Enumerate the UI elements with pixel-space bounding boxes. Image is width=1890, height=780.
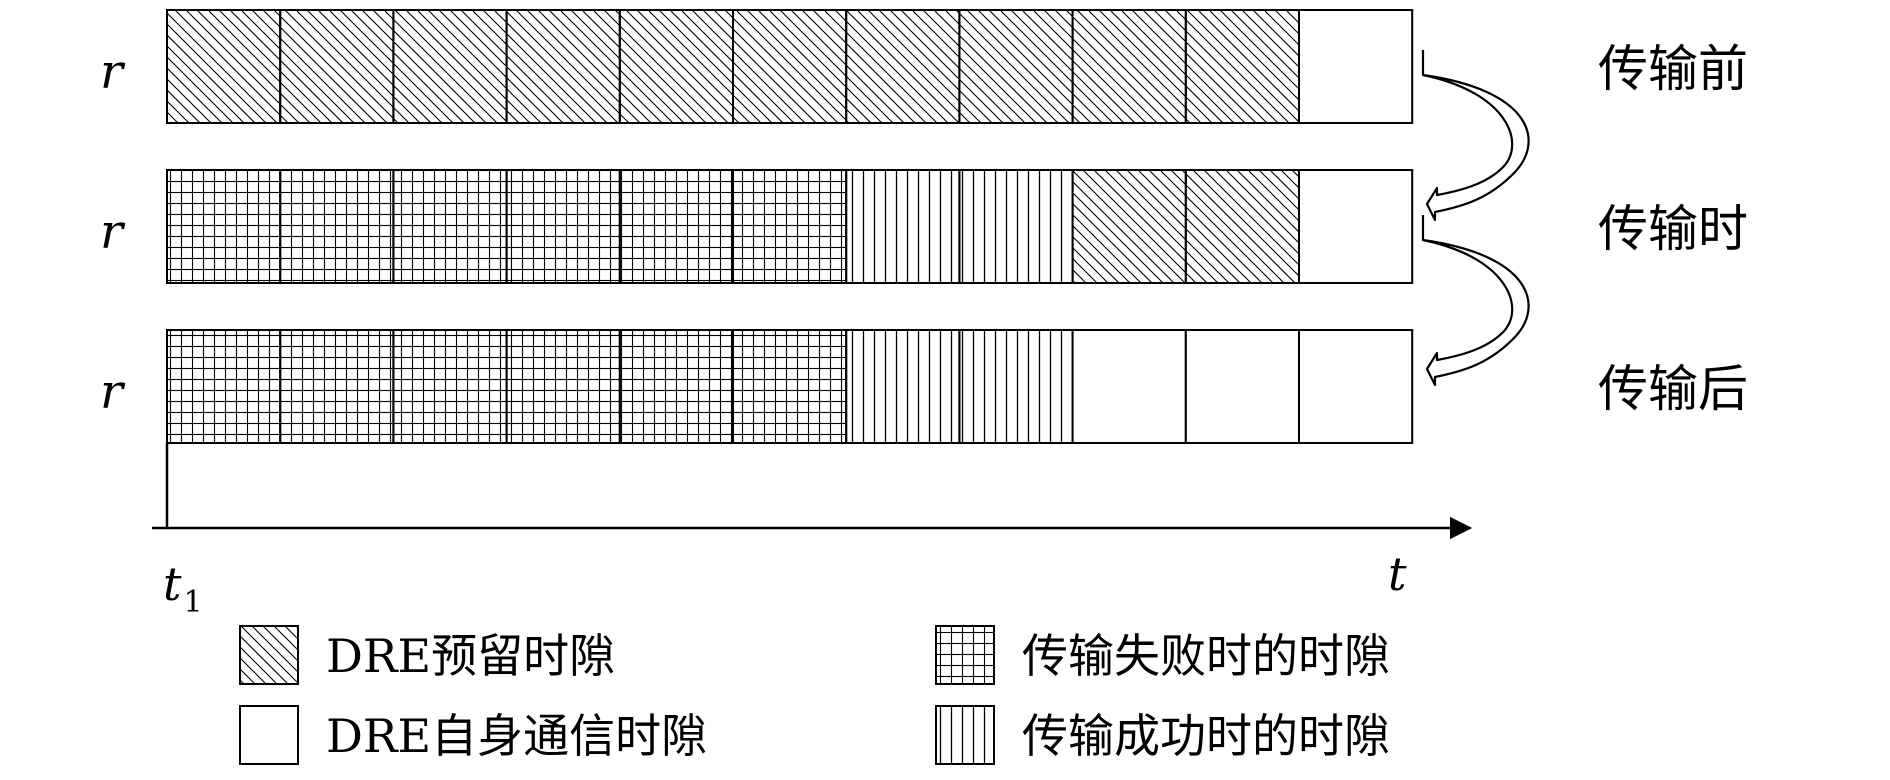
time-slot-fail (505, 169, 621, 284)
time-slot-success (958, 169, 1074, 284)
time-slot-reserved (618, 9, 734, 124)
time-slot-fail (392, 169, 508, 284)
legend-item-reserved: DRE预留时隙 (239, 625, 615, 685)
time-slot-reserved (166, 9, 282, 124)
time-slot-fail (618, 169, 734, 284)
legend-swatch-self (239, 705, 299, 765)
legend-label-self: DRE自身通信时隙 (326, 709, 707, 763)
time-slot-fail (166, 329, 282, 444)
time-slot-reserved (845, 9, 961, 124)
time-slot-self (1298, 9, 1414, 124)
time-slot-success (845, 169, 961, 284)
time-slot-reserved (1071, 9, 1187, 124)
row-state-label: 传输后 (1598, 360, 1748, 418)
slot-row: r 传输前 (100, 9, 1748, 124)
legend-label-fail: 传输失败时的时隙 (1022, 629, 1390, 683)
transition-arrow-before-to-during (1421, 50, 1530, 222)
time-slot-success (958, 329, 1074, 444)
legend-item-fail: 传输失败时的时隙 (935, 625, 1390, 685)
row-label: r (100, 364, 126, 420)
time-slot-self (1298, 169, 1414, 284)
legend-label-success: 传输成功时的时隙 (1022, 709, 1390, 763)
legend-item-success: 传输成功时的时隙 (935, 705, 1390, 765)
row-state-label: 传输前 (1598, 40, 1748, 98)
transition-arrow-during-to-after (1421, 215, 1530, 387)
legend-swatch-fail (935, 625, 995, 685)
time-slot-fail (618, 329, 734, 444)
legend-swatch-success (935, 705, 995, 765)
time-slot-fail (279, 169, 395, 284)
time-slot-reserved (1184, 9, 1301, 124)
legend: DRE预留时隙 传输失败时的时隙 DRE自身通信时隙 传输成功时的时隙 (239, 625, 1390, 765)
slot-row: r 传输时 (100, 169, 1748, 284)
transition-arrows (1421, 50, 1530, 387)
time-slot-reserved (1071, 169, 1187, 284)
time-slot-reserved (279, 9, 395, 124)
legend-item-self: DRE自身通信时隙 (239, 705, 707, 765)
time-slot-fail (732, 329, 848, 444)
time-slot-success (845, 329, 961, 444)
row-label: r (100, 44, 126, 100)
time-slot-reserved (732, 9, 848, 124)
time-slot-reserved (1184, 169, 1301, 284)
legend-swatch-reserved (239, 625, 299, 685)
time-slot-reserved (505, 9, 621, 124)
time-slot-self (1184, 329, 1301, 444)
time-slot-reserved (392, 9, 508, 124)
slot-rows: r 传输前 r 传输时 r 传输后 (100, 9, 1748, 444)
time-slot-fail (166, 169, 282, 284)
time-axis-start-label: t1 (163, 557, 203, 620)
time-slot-self (1298, 329, 1414, 444)
time-slot-self (1071, 329, 1187, 444)
time-slot-fail (279, 329, 395, 444)
time-slot-fail (392, 329, 508, 444)
legend-label-reserved: DRE预留时隙 (326, 629, 615, 683)
row-label: r (100, 204, 126, 260)
row-state-label: 传输时 (1598, 200, 1748, 258)
time-axis-end-label: t (1388, 547, 1407, 601)
time-slot-fail (732, 169, 848, 284)
slot-row: r 传输后 (100, 329, 1748, 444)
time-slot-reserved (958, 9, 1074, 124)
time-slot-fail (505, 329, 621, 444)
time-axis: t1 t (152, 443, 1473, 620)
